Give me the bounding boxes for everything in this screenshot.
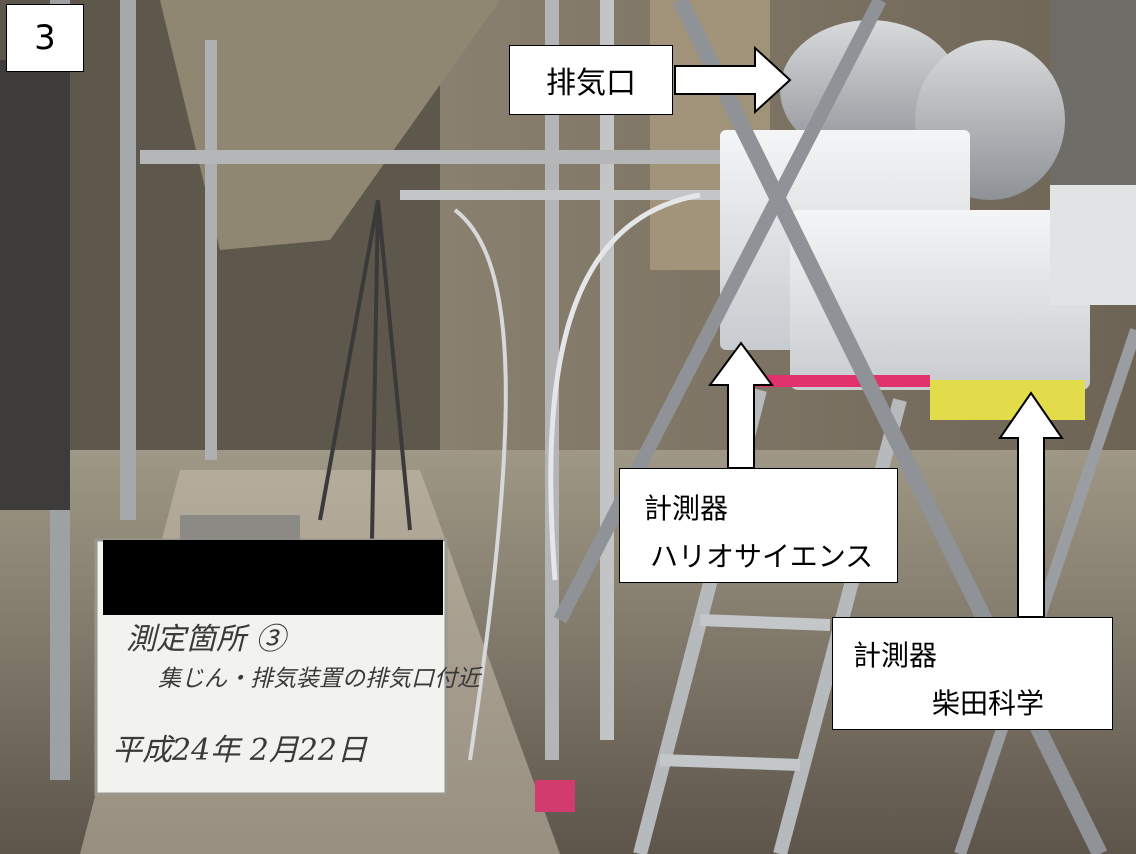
arrow-to-exhaust	[674, 45, 792, 115]
ladder-step	[699, 614, 831, 631]
tripod-leg	[370, 199, 380, 541]
arrow-to-hario	[708, 341, 774, 469]
yellow-bracket	[930, 380, 1085, 420]
scaffold-pole	[205, 40, 217, 460]
ladder-foot	[535, 780, 575, 812]
exhaust-port-label: 排気口	[509, 45, 673, 115]
tripod-leg	[376, 199, 412, 531]
photo-number-label: 3	[6, 4, 84, 72]
magenta-stand	[740, 375, 930, 387]
shibata-instrument-label: 計測器 柴田科学	[832, 617, 1113, 730]
dark-pipe	[0, 60, 70, 510]
whiteboard-leg	[180, 515, 300, 540]
scaffold-brace	[954, 328, 1136, 854]
whiteboard-date: 平成24年 2月22日	[112, 733, 367, 768]
exhaust-duct	[780, 20, 960, 160]
hario-instrument-label: 計測器 ハリオサイエンス	[619, 468, 898, 583]
scaffold-beam	[140, 150, 730, 164]
manufacturer-name: ハリオサイエンス	[650, 540, 874, 573]
instrument-caption: 計測器	[644, 492, 729, 525]
arrow-to-shibata	[998, 391, 1064, 618]
whiteboard-description: 集じん・排気装置の排気口付近	[158, 666, 480, 692]
redaction-block	[103, 540, 443, 615]
scaffold-pole	[120, 0, 136, 520]
scaffold-beam	[400, 190, 730, 200]
sampling-hose	[548, 192, 701, 581]
scaffold-deck	[160, 0, 500, 250]
whiteboard-location: 測定箇所 ③	[126, 622, 286, 657]
ladder-step	[659, 754, 801, 771]
scaffold-brace	[553, 0, 887, 624]
sampling-hose	[453, 208, 508, 761]
tripod-leg	[318, 199, 380, 521]
instrument-box	[1050, 185, 1136, 305]
instrument-caption: 計測器	[853, 639, 938, 672]
manufacturer-name: 柴田科学	[932, 687, 1045, 720]
scaffold-pole	[600, 0, 614, 740]
shibata-instrument	[790, 210, 1090, 390]
